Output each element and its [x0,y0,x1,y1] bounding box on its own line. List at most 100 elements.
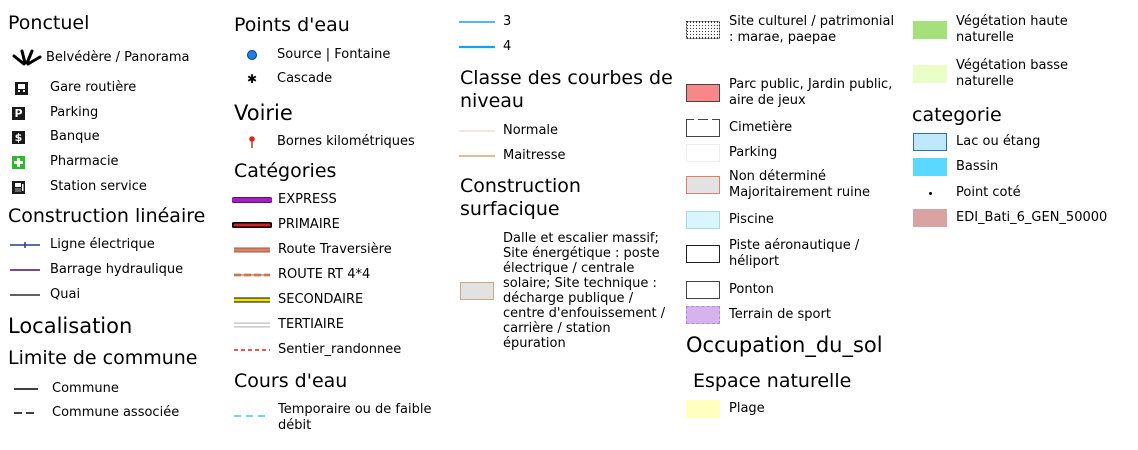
legend-item-cours-eau-temporaire: Temporaire ou de faible débit [232,402,448,434]
legend-item-terrain-sport: Terrain de sport [685,305,831,325]
legend-item-edi-bati: EDI_Bati_6_GEN_50000 [912,208,1107,228]
sentier-line-symbol [232,344,272,356]
points-eau-title: Points d'eau [234,14,350,36]
legend-item-piste-aeronautique: Piste aéronautique / héliport [685,238,899,270]
route-traversiere-symbol [232,244,272,256]
legend-item-bornes: Bornes kilométriques [245,134,415,150]
non-determine-fill [685,175,721,195]
categories-title: Catégories [234,160,337,182]
power-line-symbol [8,239,42,251]
legend-item-stream-4: 4 [457,39,511,55]
legend-item-station-service: Station service [12,179,147,195]
legend-label: Parking [50,105,99,120]
legend-label: Plage [729,401,765,416]
legend-label: ROUTE RT 4*4 [278,267,371,282]
vegetation-haute-fill [912,20,948,40]
lac-fill [912,132,948,152]
legend-label: Non déterminé Majoritairement ruine [729,169,871,200]
voirie-title: Voirie [234,101,293,125]
legend-label: Ponton [729,282,774,297]
legend-label: Végétation haute naturelle [956,14,1068,45]
bassin-fill [912,157,948,177]
legend-item-primaire: PRIMAIRE [232,217,340,233]
legend-item-sentier: Sentier_randonnee [232,342,401,358]
rt44-road-symbol [232,269,272,281]
legend-label: Barrage hydraulique [50,262,184,277]
legend-item-pharmacie: Pharmacie [12,154,119,170]
legend-label: Temporaire ou de faible débit [278,402,432,433]
legend-label: Station service [50,179,147,194]
bus-station-icon [12,81,30,95]
legend-item-non-determine: Non déterminé Majoritairement ruine [685,169,899,201]
legend-item-secondaire: SECONDAIRE [232,292,363,308]
legend-label: Végétation basse naturelle [956,58,1068,89]
ponton-fill [685,280,721,300]
legend-label: Piscine [729,212,774,227]
legend-label: Pharmacie [50,154,119,169]
legend-label: Route Traversière [278,242,392,257]
quay-line-symbol [8,289,42,301]
legend-label: Parc public, Jardin public, aire de jeux [729,77,893,108]
parking-icon: P [12,106,25,120]
legend-item-source: Source | Fontaine [245,47,390,63]
legend-item-ponton: Ponton [685,280,774,300]
categorie-title: categorie [912,104,1002,126]
legend-item-parking: P Parking [12,105,98,121]
commune-associee-line-symbol [12,407,42,419]
legend-label: Quai [50,287,81,302]
belvedere-icon [8,48,46,68]
parc-public-fill [685,83,721,103]
site-culturel-fill [685,20,721,40]
construction-surfacique-title: Construction surfacique [460,175,581,220]
express-road-symbol [232,194,272,206]
tertiaire-road-symbol [232,319,272,331]
terrain-sport-fill [685,305,721,325]
stream-line-symbol [457,16,497,28]
contour-normal-symbol [457,125,497,137]
plage-fill [685,399,721,419]
legend-item-plage: Plage [685,399,765,419]
ponctuel-title: Ponctuel [8,12,90,34]
legend-label: Piste aéronautique / héliport [729,238,860,269]
legend-label: Cimetière [729,120,793,135]
contour-master-symbol [457,150,497,162]
legend-label: Commune [52,381,119,396]
localisation-title: Localisation [8,314,133,338]
legend-label: TERTIAIRE [278,317,344,332]
legend-item-barrage-hydraulique: Barrage hydraulique [8,262,183,278]
legend-item-site-culturel: Site culturel / patrimonial : marae, pae… [685,14,899,46]
legend-item-courbe-maitresse: Maitresse [457,148,566,164]
legend-label: Source | Fontaine [277,47,391,62]
legend-item-cascade: ✱ Cascade [245,71,332,87]
stream-line-symbol [457,41,497,53]
courbes-title: Classe des courbes de niveau [460,67,673,112]
legend-item-tertiaire: TERTIAIRE [232,317,344,333]
legend-label: Maitresse [503,148,566,163]
legend-label: Site culturel / patrimonial : marae, pae… [729,14,895,45]
occupation-sol-title: Occupation_du_sol [686,333,883,357]
legend-label: PRIMAIRE [278,217,340,232]
piste-aeronautique-fill [685,244,721,264]
legend-item-commune: Commune [12,381,119,397]
edi-bati-fill [912,208,948,228]
legend-label: 4 [503,39,512,54]
legend-label: Gare routière [50,80,137,95]
legend-label: SECONDAIRE [278,292,364,307]
legend-item-ligne-electrique: Ligne électrique [8,237,155,253]
legend-item-parking-surface: Parking [685,143,777,163]
construction-lineaire-title: Construction linéaire [8,205,206,227]
legend-label: Ligne électrique [50,237,155,252]
piscine-fill [685,210,721,230]
legend-item-banque: $ Banque [12,129,100,145]
parking-fill [685,143,721,163]
point-cote-dot [912,183,948,203]
legend-label: Dalle et escalier massif; Site énergétiq… [503,231,666,351]
legend-label: Bornes kilométriques [277,134,415,149]
legend-label: Parking [729,145,778,160]
legend-item-rt44: ROUTE RT 4*4 [232,267,370,283]
temporary-stream-symbol [232,410,272,422]
legend-item-stream-3: 3 [457,14,511,30]
legend-label: Belvédère / Panorama [46,50,190,65]
construction-surfacique-fill [459,281,495,301]
legend-label: 3 [503,14,512,29]
